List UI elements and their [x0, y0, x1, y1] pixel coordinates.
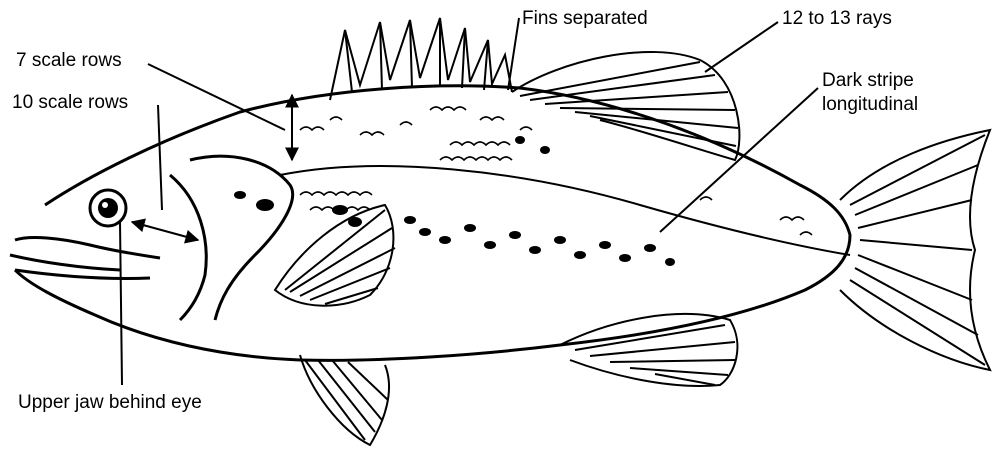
ten-scale-rows-arrow	[132, 222, 198, 240]
dark-stripe-label-line1: Dark stripe	[822, 70, 914, 92]
rays-label: 12 to 13 rays	[782, 8, 892, 30]
upper-jaw-leader	[120, 222, 122, 385]
dark-stripe-label-line2: longitudinal	[822, 94, 918, 116]
pectoral-fin	[275, 205, 395, 306]
ten-scale-rows-leader	[158, 105, 162, 210]
rays-leader	[705, 22, 778, 72]
tail-fin	[840, 130, 990, 370]
soft-dorsal-fin	[512, 52, 739, 160]
seven-scale-rows-label: 7 scale rows	[16, 50, 122, 72]
anal-fin	[560, 314, 737, 386]
mouth-jaw	[10, 238, 160, 279]
pelvic-fin	[300, 355, 389, 445]
upper-jaw-label: Upper jaw behind eye	[18, 392, 202, 414]
eye	[90, 190, 126, 226]
ten-scale-rows-label: 10 scale rows	[12, 92, 128, 114]
fins-separated-leader	[508, 18, 519, 90]
fins-separated-label: Fins separated	[522, 8, 648, 30]
dark-stripe-blotches	[234, 136, 675, 266]
